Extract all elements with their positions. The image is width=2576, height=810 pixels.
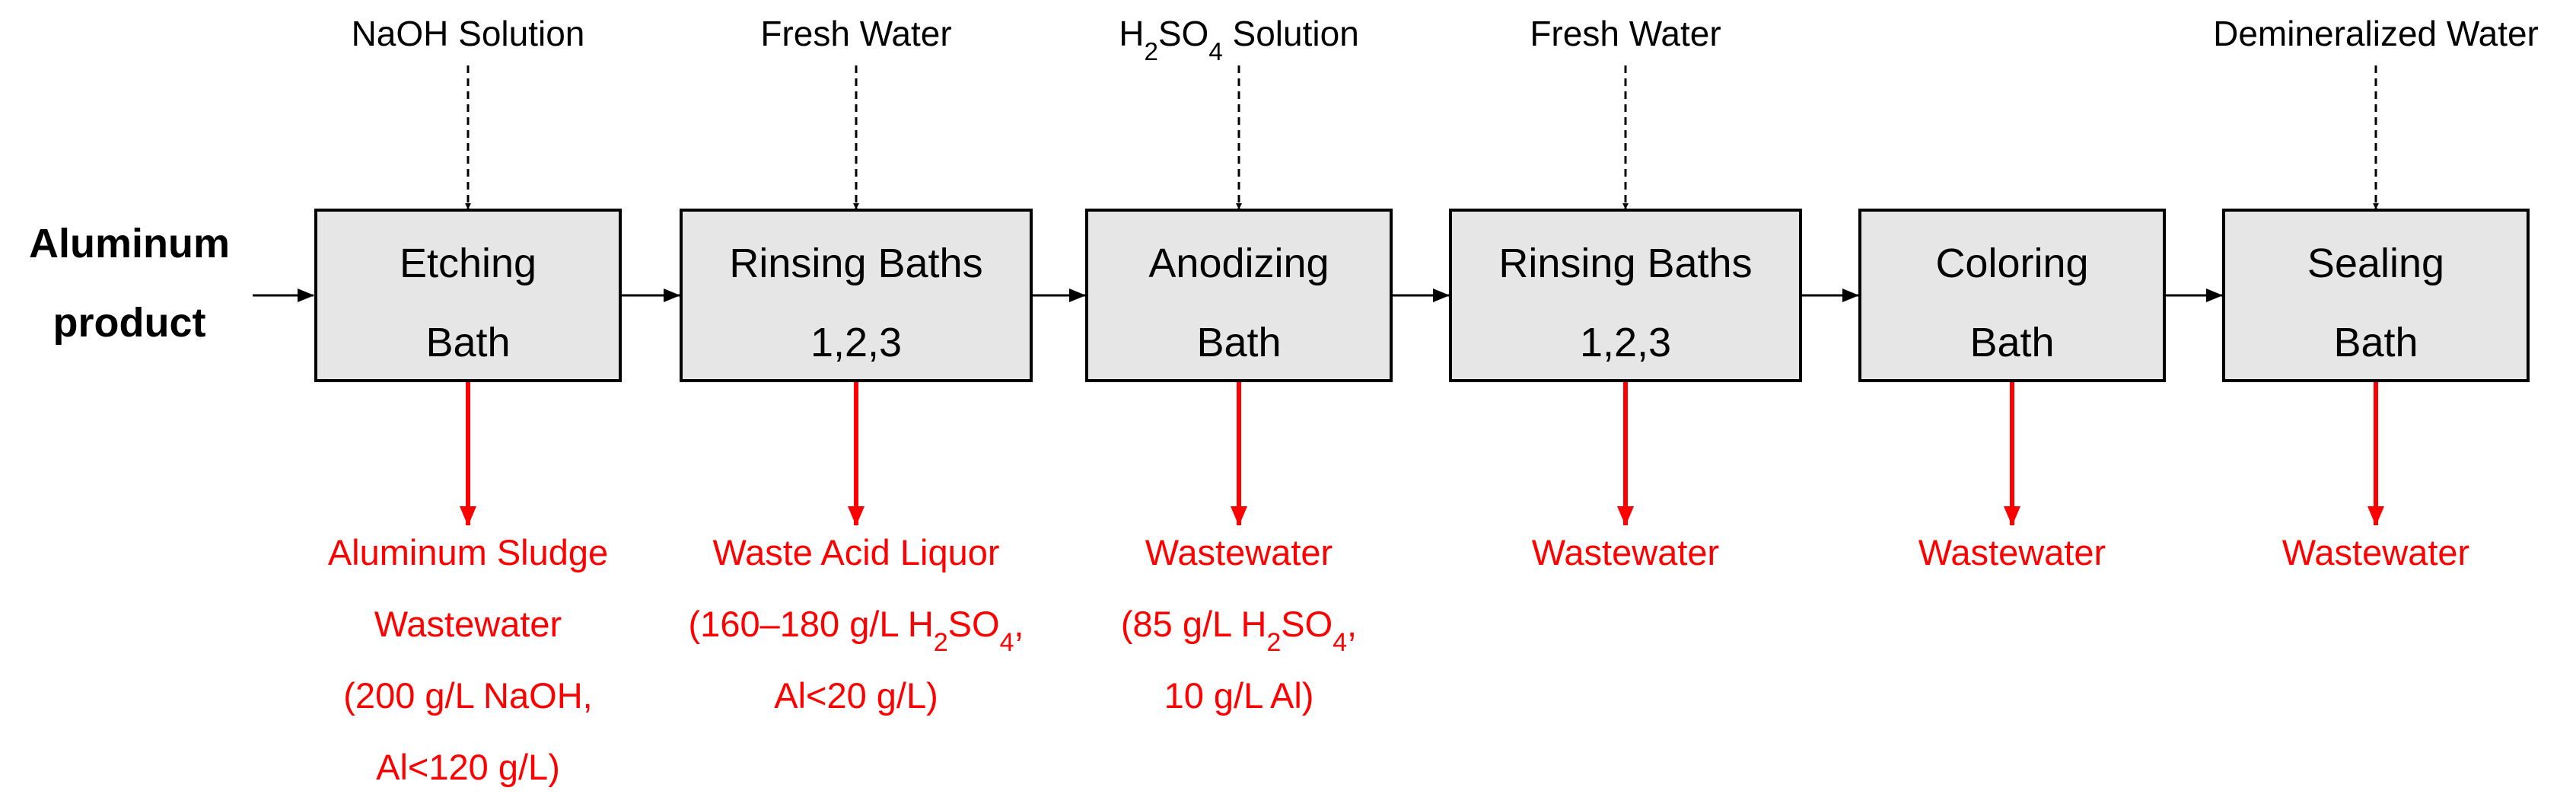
stage-box	[1085, 209, 1393, 382]
input-label-1: Fresh Water	[760, 14, 951, 53]
output-line-1-2-part: Al<20 g/L)	[774, 675, 938, 716]
stage-box	[314, 209, 622, 382]
output-line-0-3-part: Al<120 g/L)	[376, 747, 560, 787]
stage-name: Coloring	[1935, 241, 2088, 286]
stage-box	[1858, 209, 2166, 382]
output-line-2-1-part: (85 g/L H	[1121, 604, 1267, 644]
output-line-1-1: (160–180 g/L H2SO4,	[689, 604, 1024, 657]
stage-name: Anodizing	[1148, 241, 1329, 286]
input-label-0: NaOH Solution	[352, 14, 585, 53]
output-line-0-2-part: (200 g/L NaOH,	[343, 675, 592, 716]
output-line-0-3: Al<120 g/L)	[376, 747, 560, 787]
input-label-2-part: H	[1119, 14, 1144, 53]
output-line-2-2-part: 10 g/L Al)	[1164, 675, 1314, 716]
output-line-3-0: Wastewater	[1532, 532, 1719, 572]
input-label-5: Demineralized Water	[2213, 14, 2539, 53]
output-line-2-1-part: ,	[1347, 604, 1357, 644]
output-line-1-2: Al<20 g/L)	[774, 675, 938, 716]
output-line-5-0: Wastewater	[2282, 532, 2469, 572]
output-line-0-0: Aluminum Sludge	[328, 532, 608, 572]
input-label-2-part: Solution	[1223, 14, 1359, 53]
output-line-1-1-part: SO	[948, 604, 1000, 644]
output-line-2-1-part: 4	[1333, 628, 1347, 657]
input-label-3-part: Fresh Water	[1530, 14, 1721, 53]
output-line-0-2: (200 g/L NaOH,	[343, 675, 592, 716]
stage-name: Etching	[400, 241, 537, 286]
output-line-0-1: Wastewater	[374, 604, 562, 644]
output-line-2-0-part: Wastewater	[1145, 532, 1333, 572]
stage-sub: 1,2,3	[1580, 320, 1671, 365]
output-line-2-1-part: 2	[1266, 628, 1281, 657]
output-line-4-0: Wastewater	[1918, 532, 2106, 572]
stage-sub: Bath	[425, 320, 510, 365]
output-line-1-1-part: ,	[1014, 604, 1024, 644]
stage-sub: Bath	[2333, 320, 2418, 365]
input-label-2-part: 4	[1208, 38, 1222, 66]
input-label-2-part: SO	[1158, 14, 1208, 53]
stage-sub: Bath	[1196, 320, 1281, 365]
output-line-2-1-part: SO	[1281, 604, 1333, 644]
output-line-1-1-part: 2	[934, 628, 948, 657]
output-line-2-2: 10 g/L Al)	[1164, 675, 1314, 716]
output-line-1-1-part: 4	[1000, 628, 1014, 657]
output-line-5-0-part: Wastewater	[2282, 532, 2469, 572]
input-label-2-part: 2	[1144, 38, 1157, 66]
stage-3: Rinsing Baths 1,2,3	[1449, 209, 1802, 382]
stage-name: Sealing	[2307, 241, 2444, 286]
input-label-5-part: Demineralized Water	[2213, 14, 2539, 53]
output-line-1-1-part: (160–180 g/L H	[689, 604, 934, 644]
stage-sub: 1,2,3	[810, 320, 902, 365]
stage-name: Rinsing Baths	[1498, 241, 1752, 286]
stage-box	[680, 209, 1033, 382]
output-line-3-0-part: Wastewater	[1532, 532, 1719, 572]
input-label-1-part: Fresh Water	[760, 14, 951, 53]
input-label-2: H2SO4 Solution	[1119, 14, 1359, 66]
output-line-2-0: Wastewater	[1145, 532, 1333, 572]
stage-name: Rinsing Baths	[729, 241, 982, 286]
input-label-0-part: NaOH Solution	[352, 14, 585, 53]
output-line-1-0-part: Waste Acid Liquor	[712, 532, 999, 572]
output-line-4-0-part: Wastewater	[1918, 532, 2106, 572]
product-label-line2: product	[53, 300, 206, 346]
stage-box	[1449, 209, 1802, 382]
output-line-1-0: Waste Acid Liquor	[712, 532, 999, 572]
stage-sub: Bath	[1969, 320, 2054, 365]
input-label-3: Fresh Water	[1530, 14, 1721, 53]
output-line-2-1: (85 g/L H2SO4,	[1121, 604, 1357, 657]
stage-box	[2222, 209, 2530, 382]
output-line-0-1-part: Wastewater	[374, 604, 562, 644]
output-line-0-0-part: Aluminum Sludge	[328, 532, 608, 572]
stage-1: Rinsing Baths 1,2,3	[680, 209, 1033, 382]
product-label-line1: Aluminum	[29, 221, 230, 266]
